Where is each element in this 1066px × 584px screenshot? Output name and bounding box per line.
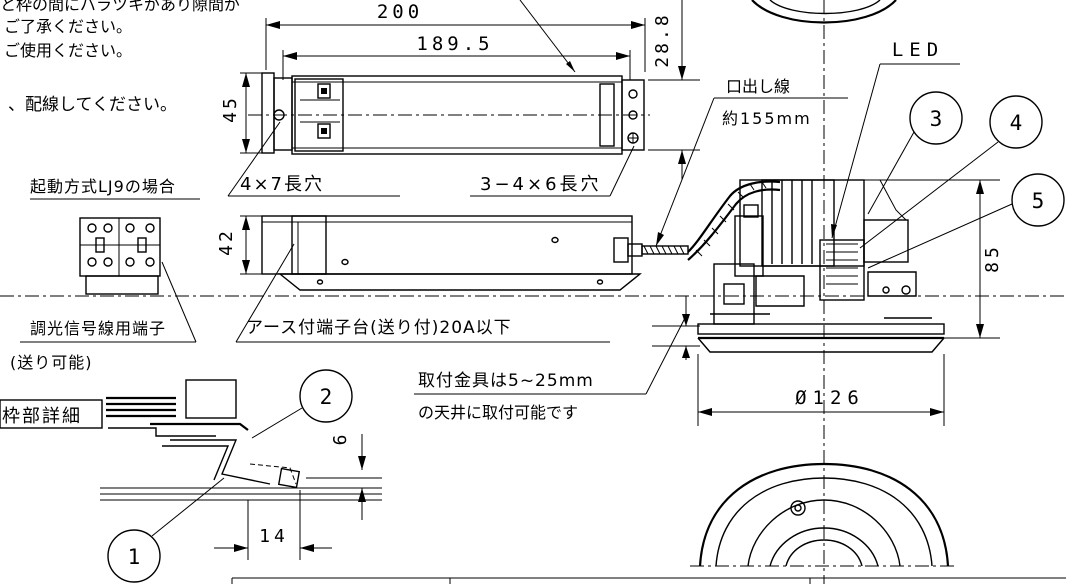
lj9-terminal-detail: 起動方式LJ9の場合 調光信号線用端子 (送り可能) xyxy=(0,177,1066,372)
dim-45-label: 45 xyxy=(220,95,241,123)
note-line-1: と枠の間にバラツキがあり隙間が xyxy=(0,0,240,14)
power-unit-side-view: 42 アース付端子台(送り付)20A以下 xyxy=(216,215,689,343)
frame-detail-title: 枠部詳細 xyxy=(2,406,82,427)
dim-189-label: 189.5 xyxy=(416,33,493,55)
callout-4-number: 4 xyxy=(1010,111,1023,135)
callout-4: 4 xyxy=(859,95,1043,249)
dim-6-label: 6 xyxy=(330,435,351,446)
callout-2: 2 xyxy=(251,369,353,439)
mount-bracket-note-2: の天井に取付可能です xyxy=(418,403,578,422)
lead-wire: 口出し線 約155mm xyxy=(655,77,848,261)
dim-42-label: 42 xyxy=(216,228,237,256)
callout-3: 3 xyxy=(867,91,963,215)
callout-5: 5 xyxy=(867,173,1065,269)
callout-2-number: 2 xyxy=(320,385,333,409)
downlight-side-view: LED 85 xyxy=(414,0,1003,584)
slot-4x7-label: 4×7長穴 xyxy=(240,174,324,195)
note-line-4: 、配線してください。 xyxy=(8,95,177,115)
dim-14-label: 14 xyxy=(259,526,289,547)
earth-terminal-label: アース付端子台(送り付)20A以下 xyxy=(246,318,512,338)
led-label: LED xyxy=(892,39,944,61)
lead-wire-length: 約155mm xyxy=(722,109,812,128)
dim-28-label: 28.8 xyxy=(652,12,673,67)
callout-1-number: 1 xyxy=(128,545,141,569)
dim-200-label: 200 xyxy=(377,1,423,23)
mount-bracket-note-1: 取付金具は5~25mm xyxy=(418,371,594,391)
downlight-bottom-view xyxy=(690,462,958,567)
dimming-terminal-note: (送り可能) xyxy=(10,353,93,372)
power-unit-top-view: 200 189.5 xyxy=(220,0,700,197)
dimming-terminal-label: 調光信号線用端子 xyxy=(30,319,166,338)
dim-85-label: 85 xyxy=(982,243,1003,273)
lj9-case-label: 起動方式LJ9の場合 xyxy=(30,177,176,196)
slot-3-4x6-label: 3−4×6長穴 xyxy=(480,174,602,195)
frame-detail: 枠部詳細 6 14 xyxy=(0,379,382,560)
callout-3-number: 3 xyxy=(930,107,943,131)
note-line-2: ご了承ください。 xyxy=(4,17,132,36)
lead-wire-title: 口出し線 xyxy=(726,77,790,96)
callout-1: 1 xyxy=(107,477,225,583)
notes-block: と枠の間にバラツキがあり隙間が ご了承ください。 ご使用ください。 、配線してく… xyxy=(0,0,240,115)
dim-diameter-label: Ø126 xyxy=(795,387,865,409)
callout-5-number: 5 xyxy=(1032,189,1045,213)
note-line-3: ご使用ください。 xyxy=(4,41,132,60)
